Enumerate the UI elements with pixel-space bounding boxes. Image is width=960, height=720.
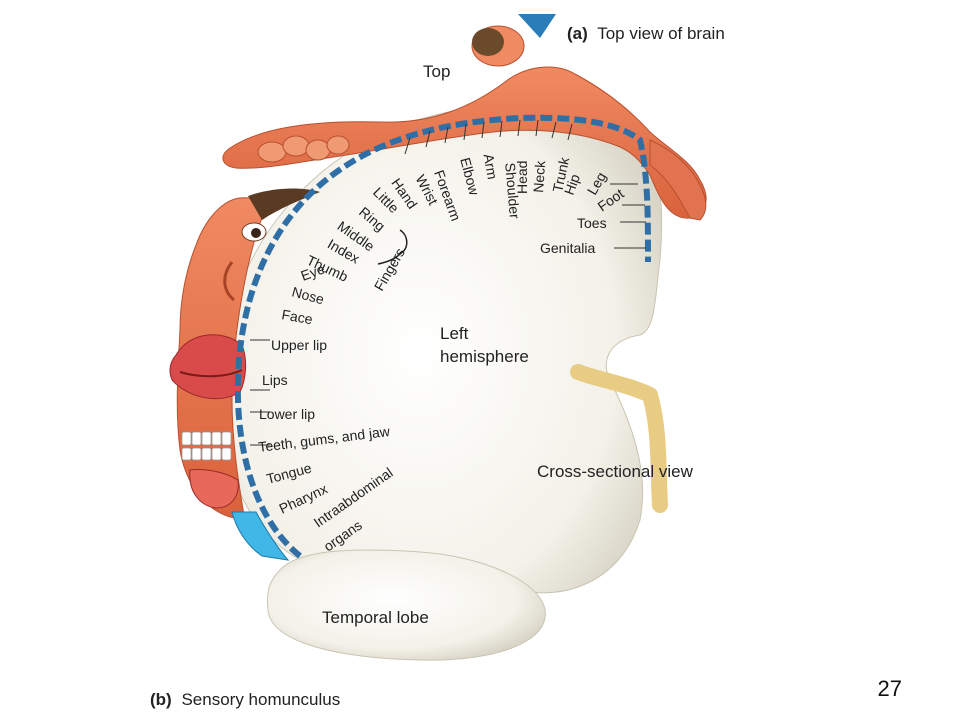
- pharynx-tube: [231, 511, 290, 561]
- top-label: Top: [423, 62, 450, 81]
- hemisphere-label-line1: Left: [440, 324, 469, 343]
- label-hip: Hip: [561, 172, 583, 197]
- temporal-lobe: [267, 549, 546, 661]
- label-eye: Eye: [299, 260, 327, 283]
- face-tongue: [189, 469, 239, 509]
- face-pupil: [251, 228, 261, 238]
- label-head: Head: [514, 161, 530, 194]
- label-arm: Arm: [481, 152, 501, 180]
- slide-number: 27: [877, 676, 902, 701]
- label-lips: Lips: [262, 372, 288, 388]
- label-upper-lip: Upper lip: [271, 337, 327, 353]
- caption-a: (a) Top view of brain: [567, 24, 725, 43]
- cross-section-label: Cross-sectional view: [537, 462, 694, 481]
- face-hair: [248, 188, 320, 220]
- cortex-band: [234, 114, 651, 559]
- genitalia-label: Genitalia: [540, 240, 595, 256]
- label-face: Face: [280, 306, 314, 327]
- homunculus-hand: [257, 135, 350, 163]
- label-neck: Neck: [530, 159, 548, 193]
- pointer-triangle: [518, 14, 556, 38]
- face-mouth-line: [179, 369, 243, 378]
- leader-lines: [250, 119, 646, 446]
- homunculus-hair: [472, 28, 504, 56]
- homunculus-leg: [649, 139, 707, 221]
- temporal-lobe-label: Temporal lobe: [322, 608, 429, 627]
- fingers-brace: [377, 229, 408, 265]
- caption-b: (b) Sensory homunculus: [150, 690, 340, 709]
- cross-section-band: [570, 364, 668, 513]
- label-shoulder: Shoulder: [502, 162, 523, 220]
- face-teeth: [181, 431, 232, 461]
- label-toes: Toes: [577, 215, 607, 231]
- face-nose: [223, 261, 236, 302]
- hemisphere-label-line2: hemisphere: [440, 347, 529, 366]
- label-lower-lip: Lower lip: [259, 406, 315, 422]
- label-trunk: Trunk: [549, 155, 572, 194]
